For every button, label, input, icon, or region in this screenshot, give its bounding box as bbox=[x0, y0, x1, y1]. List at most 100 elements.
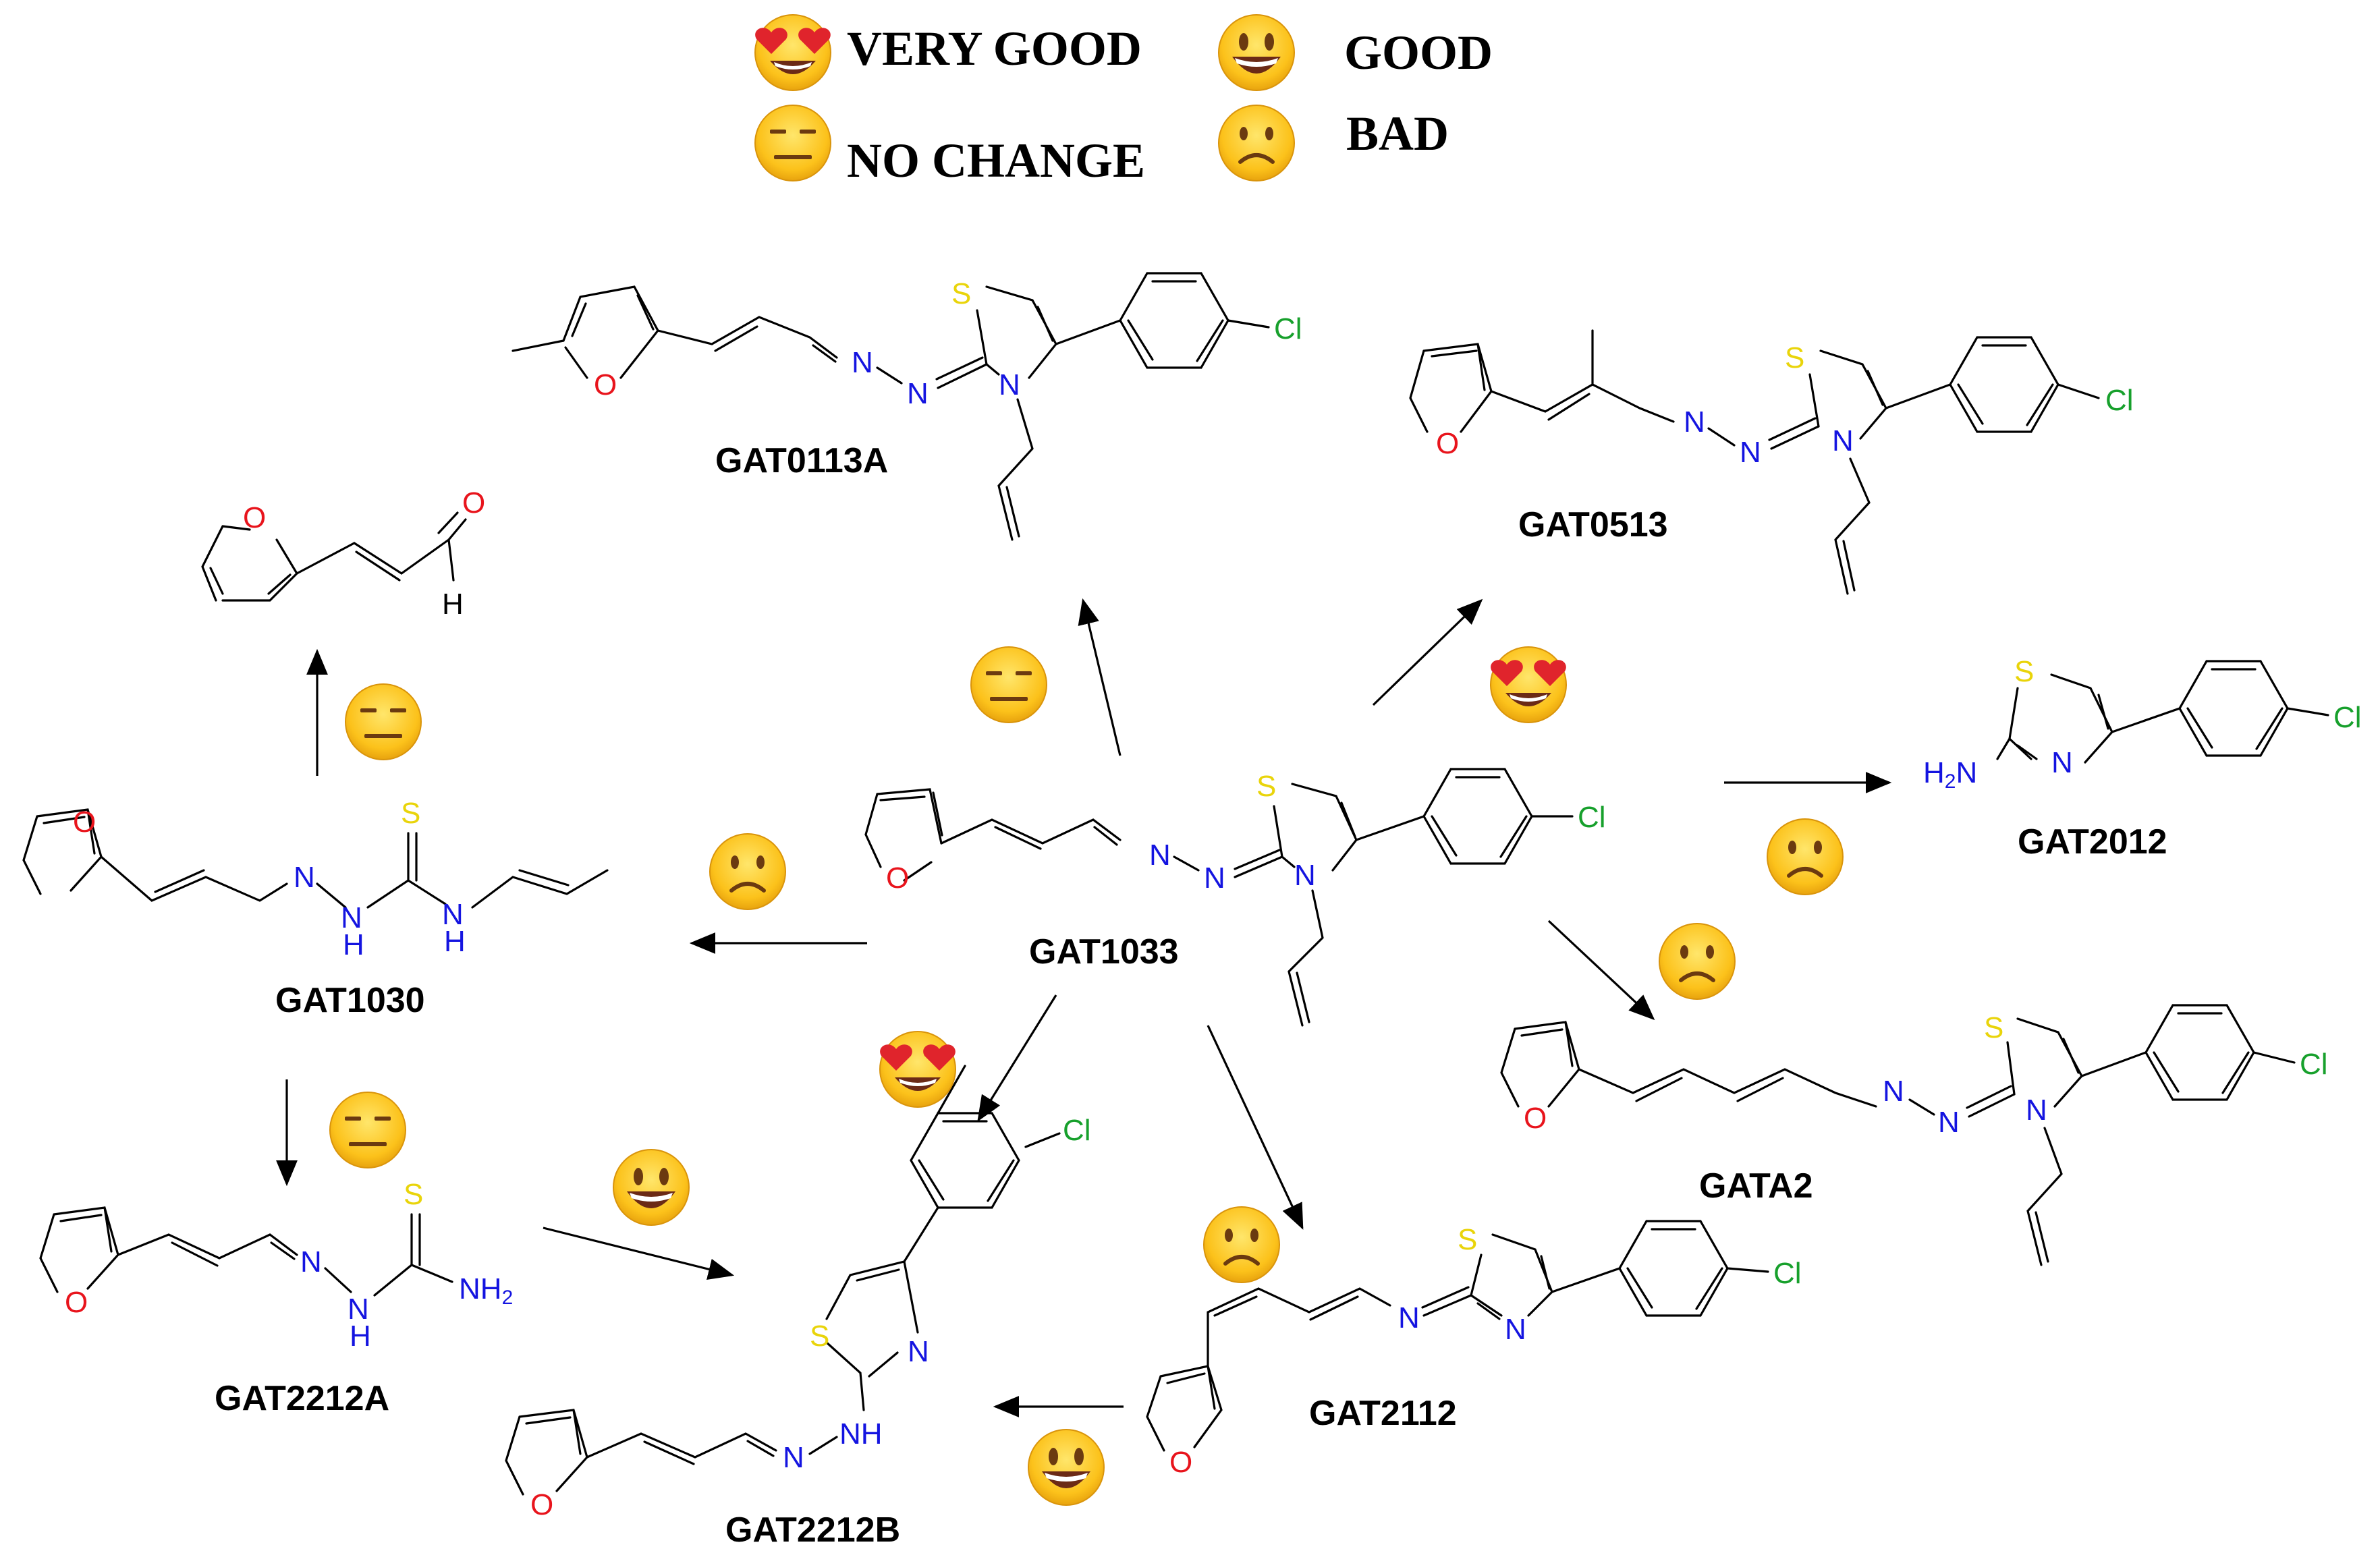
nitrogen-atom: N bbox=[1204, 862, 1225, 895]
frowning-face-icon bbox=[1659, 924, 1735, 999]
nitrogen-atom: N bbox=[300, 1245, 322, 1278]
sulfur-atom: S bbox=[2014, 655, 2034, 688]
nitrogen-atom: N bbox=[1398, 1301, 1420, 1334]
grinning-face-icon bbox=[1028, 1430, 1104, 1505]
grinning-face-icon bbox=[613, 1150, 689, 1225]
arrow-to-gat0513 bbox=[1372, 598, 1483, 706]
compound-label-gat2212b: GAT2212B bbox=[725, 1511, 900, 1550]
nitrogen-atom: N bbox=[852, 346, 873, 379]
compound-label-gat1033: GAT1033 bbox=[1029, 932, 1179, 971]
nitrogen-atom: N bbox=[348, 1293, 369, 1326]
oxygen-atom: O bbox=[1436, 427, 1459, 460]
nitrogen-atom: N bbox=[907, 377, 929, 410]
arrow-to-gat2112 bbox=[1207, 1025, 1304, 1230]
chlorine-atom: Cl bbox=[1578, 801, 1606, 834]
amine-group: NH2 bbox=[459, 1272, 513, 1309]
frowning-face-icon bbox=[1219, 105, 1294, 181]
heart-eyes-face-icon bbox=[1491, 647, 1566, 723]
activity-indicators bbox=[330, 647, 1843, 1505]
compound-label-gat2112: GAT2112 bbox=[1309, 1394, 1457, 1433]
hydrogen-atom: H bbox=[350, 1320, 371, 1353]
oxygen-atom: O bbox=[530, 1488, 553, 1521]
nitrogen-atom: N bbox=[1740, 436, 1761, 469]
expressionless-face-icon bbox=[755, 105, 831, 181]
heart-eyes-face-icon bbox=[755, 15, 831, 90]
hydrogen-atom: H bbox=[444, 925, 466, 958]
nitrogen-atom: N bbox=[1149, 839, 1171, 872]
chlorine-atom: Cl bbox=[2333, 701, 2362, 734]
chlorine-atom: Cl bbox=[2300, 1048, 2328, 1081]
grinning-face-icon bbox=[1219, 15, 1294, 90]
expressionless-face-icon bbox=[345, 684, 421, 760]
arrow-to-gat2212b-from-gat2212a bbox=[543, 1226, 735, 1280]
oxygen-atom: O bbox=[65, 1286, 88, 1319]
compound-gat2212a: O N N H S NH2 GAT2212A bbox=[39, 1178, 513, 1418]
compound-gata2: O N N S N Cl GATA2 bbox=[1500, 1004, 2328, 1266]
oxygen-atom: O bbox=[886, 862, 909, 895]
nitrogen-atom: N bbox=[1883, 1075, 1904, 1108]
arrow-to-gat0113a bbox=[1078, 598, 1122, 756]
compound-furylacrolein: O O H bbox=[201, 486, 485, 621]
compound-gat1030: O N N H S N H GAT1030 bbox=[22, 797, 609, 1020]
reaction-arrows bbox=[276, 598, 1892, 1417]
nitrogen-atom: N bbox=[2026, 1094, 2047, 1127]
frowning-face-icon bbox=[1767, 819, 1843, 895]
nitrogen-atom: N bbox=[1938, 1106, 1960, 1139]
nitrogen-atom: N bbox=[783, 1441, 804, 1474]
compound-gat2112: O N S N Cl GAT2112 bbox=[1146, 1220, 1802, 1479]
legend-bad-label: BAD bbox=[1346, 107, 1449, 161]
oxygen-atom: O bbox=[243, 501, 266, 534]
chlorine-atom: Cl bbox=[2105, 384, 2134, 417]
nitrogen-atom: N bbox=[1684, 405, 1705, 439]
compound-gat0513: O N N S N Cl GAT0513 bbox=[1409, 329, 2134, 595]
legend-good-label: GOOD bbox=[1344, 26, 1493, 80]
sulfur-atom: S bbox=[1984, 1011, 2003, 1044]
oxygen-atom: O bbox=[462, 486, 485, 519]
nitrogen-atom: N bbox=[2051, 746, 2073, 779]
legend-no-change-label: NO CHANGE bbox=[847, 134, 1145, 188]
nitrogen-atom: N bbox=[908, 1335, 929, 1368]
compound-label-gat0513: GAT0513 bbox=[1518, 505, 1668, 544]
sulfur-atom: S bbox=[810, 1320, 829, 1353]
compound-label-gata2: GATA2 bbox=[1699, 1166, 1813, 1206]
compound-label-gat0113a: GAT0113A bbox=[715, 441, 888, 480]
nitrogen-atom: N bbox=[1832, 424, 1854, 457]
hydrogen-atom: H bbox=[442, 588, 464, 621]
nh-group: NH bbox=[839, 1417, 883, 1450]
oxygen-atom: O bbox=[73, 806, 96, 839]
compound-label-gat1030: GAT1030 bbox=[275, 981, 425, 1020]
legend: VERY GOOD GOOD NO CHANGE BAD bbox=[755, 15, 1493, 188]
oxygen-atom: O bbox=[1169, 1446, 1192, 1479]
compound-label-gat2012: GAT2012 bbox=[2018, 822, 2167, 862]
sulfur-atom: S bbox=[1256, 770, 1276, 803]
hydrogen-atom: H bbox=[343, 928, 364, 961]
compound-gat1033: O N N S N Cl GAT1033 bbox=[864, 768, 1606, 1027]
arrow-to-gata2 bbox=[1547, 920, 1655, 1021]
sulfur-atom: S bbox=[1458, 1223, 1477, 1256]
heart-eyes-face-icon bbox=[880, 1032, 956, 1107]
compound-label-gat2212a: GAT2212A bbox=[215, 1379, 389, 1418]
compound-gat2012: S N H2N Cl GAT2012 bbox=[1923, 655, 2362, 862]
compound-gat0113a: O N N S N Cl GAT0113A bbox=[511, 272, 1302, 541]
nitrogen-atom: N bbox=[442, 898, 464, 931]
frowning-face-icon bbox=[1204, 1207, 1279, 1282]
amine-group: H2N bbox=[1923, 756, 1977, 793]
nitrogen-atom: N bbox=[1505, 1313, 1526, 1346]
chlorine-atom: Cl bbox=[1274, 312, 1302, 345]
expressionless-face-icon bbox=[330, 1092, 406, 1168]
oxygen-atom: O bbox=[594, 368, 617, 401]
sulfur-atom: S bbox=[401, 797, 420, 830]
legend-very-good-label: VERY GOOD bbox=[847, 22, 1142, 76]
nitrogen-atom: N bbox=[1294, 859, 1316, 892]
arrow-to-gat2212b-from-gat1033 bbox=[977, 994, 1057, 1122]
nitrogen-atom: N bbox=[341, 901, 362, 934]
sulfur-atom: S bbox=[951, 277, 971, 310]
frowning-face-icon bbox=[710, 834, 785, 909]
sulfur-atom: S bbox=[1785, 341, 1804, 374]
compound-gat2212b: O N NH S N Cl GAT2212B bbox=[505, 1065, 1091, 1550]
chlorine-atom: Cl bbox=[1773, 1257, 1802, 1290]
expressionless-face-icon bbox=[971, 647, 1047, 723]
oxygen-atom: O bbox=[1524, 1102, 1547, 1135]
nitrogen-atom: N bbox=[294, 861, 315, 894]
